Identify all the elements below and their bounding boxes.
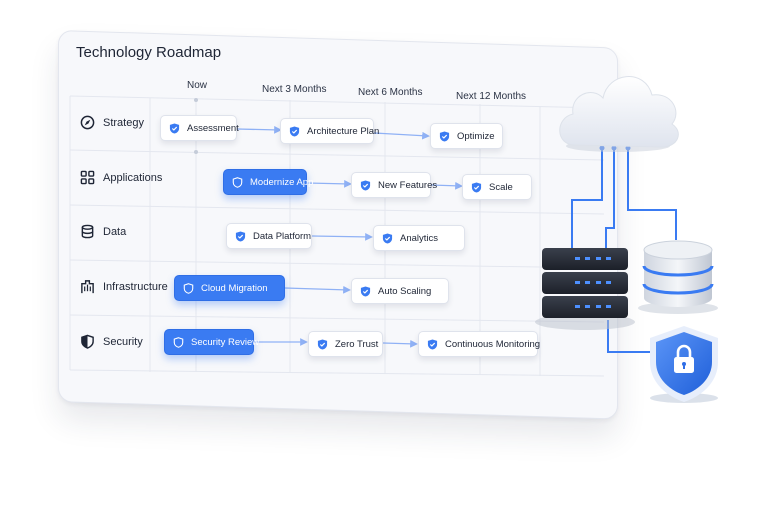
roadmap-card-optimize[interactable]: Optimize (430, 123, 503, 149)
roadmap-card-analytics[interactable]: Analytics (373, 225, 465, 251)
roadmap-card-cloud-migration[interactable]: Cloud Migration (174, 275, 285, 301)
check-shield-icon (471, 181, 482, 193)
roadmap-card-auto-scaling[interactable]: Auto Scaling (351, 278, 449, 304)
check-shield-icon (427, 338, 438, 350)
card-label: Analytics (400, 232, 439, 244)
shield-outline-icon (232, 176, 243, 188)
card-label: Optimize (457, 130, 495, 142)
shield-icon (81, 334, 94, 349)
row-label-infrastructure: Infrastructure (80, 279, 168, 294)
roadmap-board (58, 30, 618, 420)
row-label-strategy: Strategy (80, 115, 144, 130)
card-label: Scale (489, 181, 513, 193)
check-shield-icon (360, 179, 371, 191)
roadmap-card-assessment[interactable]: Assessment (160, 115, 239, 141)
card-label: Continuous Monitoring (445, 338, 541, 350)
card-label: Zero Trust (335, 338, 379, 350)
column-header-now: Now (187, 80, 208, 91)
check-shield-icon (289, 125, 300, 137)
apps-grid-icon (80, 170, 95, 185)
row-label-data: Data (80, 224, 126, 239)
building-icon (81, 280, 94, 294)
column-header-next-12-months: Next 12 Months (456, 91, 527, 102)
check-shield-icon (439, 130, 450, 142)
row-label-text: Applications (103, 171, 163, 184)
shield-outline-icon (173, 336, 184, 348)
column-header-next-3-months: Next 3 Months (262, 84, 327, 95)
roadmap-card-zero-trust[interactable]: Zero Trust (308, 331, 383, 357)
card-label: Modernize App (250, 176, 314, 188)
row-label-applications: Applications (80, 170, 162, 185)
card-label: Data Platform (253, 230, 312, 242)
card-label: New Features (378, 179, 438, 191)
check-shield-icon (317, 338, 328, 350)
lock-shield-icon (650, 326, 718, 403)
roadmap-card-modernize-app[interactable]: Modernize App (223, 169, 313, 195)
roadmap-card-security-review[interactable]: Security Review (164, 329, 259, 355)
row-label-text: Security (103, 335, 143, 348)
card-label: Security Review (191, 336, 260, 348)
database-icon (81, 224, 94, 239)
rocket-icon (80, 115, 95, 130)
check-shield-icon (169, 122, 180, 134)
card-label: Auto Scaling (378, 285, 432, 297)
roadmap-card-architecture-plan[interactable]: Architecture Plan (280, 118, 379, 144)
database-cylinder-icon (638, 240, 718, 314)
check-shield-icon (235, 230, 246, 242)
card-label: Assessment (187, 122, 239, 134)
roadmap-card-new-features[interactable]: New Features (351, 172, 437, 198)
card-label: Architecture Plan (307, 125, 380, 137)
check-shield-icon (382, 232, 393, 244)
roadmap-card-continuous-monitoring[interactable]: Continuous Monitoring (418, 331, 541, 357)
column-header-next-6-months: Next 6 Months (358, 87, 423, 98)
page-title: Technology Roadmap (76, 44, 222, 61)
check-shield-icon (360, 285, 371, 297)
roadmap-card-data-platform[interactable]: Data Platform (226, 223, 312, 249)
shield-outline-icon (183, 282, 194, 294)
card-label: Cloud Migration (201, 282, 268, 294)
row-label-text: Infrastructure (103, 280, 168, 293)
roadmap-card-scale[interactable]: Scale (462, 174, 532, 200)
row-label-text: Data (103, 225, 127, 238)
row-label-security: Security (80, 334, 143, 349)
row-label-text: Strategy (103, 116, 144, 129)
